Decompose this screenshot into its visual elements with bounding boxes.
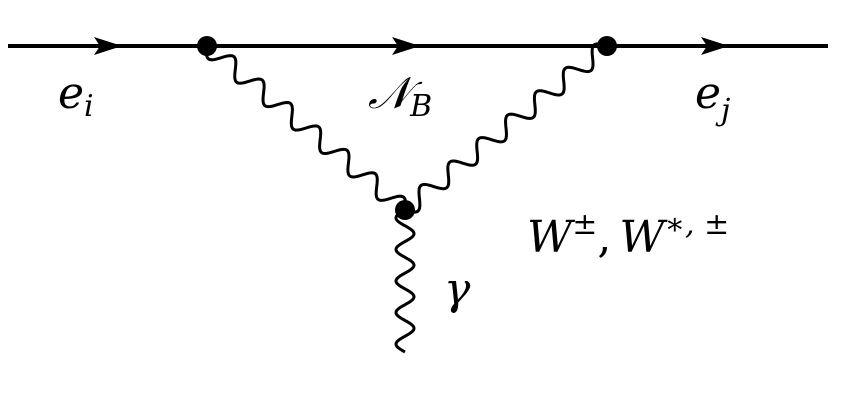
arrow-incoming [94,37,122,55]
w-boson-right [404,42,608,214]
vertex-photon [395,200,415,220]
arrow-internal [392,37,420,55]
label-n-b: 𝒩B [368,68,432,124]
photon-line [394,208,416,354]
label-e-i: ei [58,68,94,124]
label-w-boson: W±,W∗, ± [527,207,729,263]
label-photon: γ [444,264,471,315]
w-boson-left [204,45,408,211]
arrow-outgoing [701,37,729,55]
label-e-j: ej [695,68,730,128]
vertex-right [597,36,617,56]
vertex-left [197,36,217,56]
